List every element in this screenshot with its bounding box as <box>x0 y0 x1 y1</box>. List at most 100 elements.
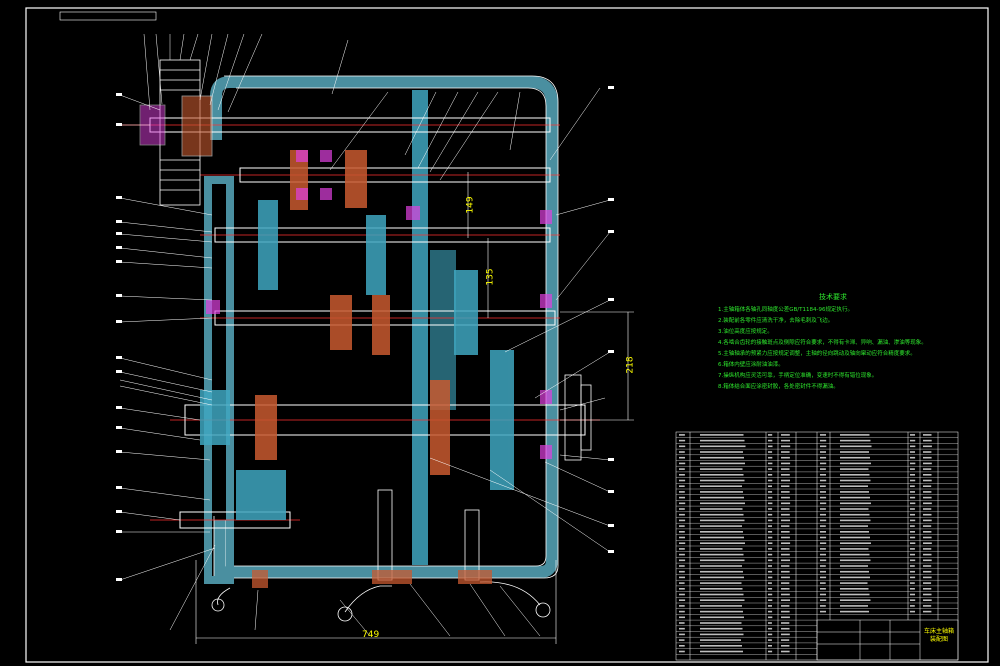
table-cell-text <box>840 508 869 510</box>
requirement-line: 4.各啮合齿轮的接触斑点及侧隙应符合要求，不得有卡滞、异响、漏油、渗油等现象。 <box>718 340 927 346</box>
table-cell-text <box>840 445 872 448</box>
table-cell-text <box>910 519 916 522</box>
table-cell-text <box>840 582 868 584</box>
table-cell-text <box>910 491 915 493</box>
table-cell-text <box>820 548 826 550</box>
table-cell-text <box>923 445 932 448</box>
table-cell-text <box>679 576 685 579</box>
table-cell-text <box>679 502 686 505</box>
table-cell-text <box>923 599 932 601</box>
table-cell-text <box>700 496 744 499</box>
table-cell-text <box>781 496 790 499</box>
table-cell-text <box>910 565 915 567</box>
table-cell-text <box>781 542 791 544</box>
table-cell-text <box>679 593 685 596</box>
table-cell-text <box>679 639 685 641</box>
table-cell-text <box>781 445 791 448</box>
table-cell-text <box>700 491 743 493</box>
table-cell-text <box>768 582 772 584</box>
table-cell-text <box>781 519 790 522</box>
table-cell-text <box>910 456 916 459</box>
table-cell-text <box>840 525 868 527</box>
table-cell-text <box>768 445 773 448</box>
table-cell-text <box>781 513 790 516</box>
table-cell-text <box>679 622 685 624</box>
table-cell-text <box>679 525 685 527</box>
table-cell-text <box>820 576 827 579</box>
table-cell-text <box>840 451 869 453</box>
v-belt-pulley <box>139 59 213 206</box>
table-cell-text <box>820 513 826 516</box>
table-cell-text <box>781 576 790 579</box>
table-cell-text <box>781 536 790 539</box>
requirement-line: 2.装配前各零件应清洗干净，去除毛刺及飞边。 <box>718 318 834 324</box>
table-cell-text <box>923 525 932 527</box>
table-cell-text <box>700 633 744 636</box>
table-cell-text <box>679 445 686 448</box>
table-cell-text <box>840 588 869 590</box>
table-cell-text <box>923 553 932 556</box>
table-cell-text <box>781 645 790 647</box>
requirement-line: 3.油位高度应按规定。 <box>718 329 773 335</box>
table-cell-text <box>840 570 869 573</box>
requirement-line: 6.箱体内壁应涂耐油油漆。 <box>718 362 784 368</box>
table-cell-text <box>820 502 827 505</box>
table-cell-text <box>768 599 773 601</box>
part-balloons <box>116 86 614 581</box>
table-cell-text <box>923 451 932 453</box>
table-cell-text <box>820 553 826 556</box>
table-cell-text <box>820 593 826 596</box>
table-cell-text <box>923 456 932 459</box>
table-cell-text <box>923 570 932 573</box>
table-cell-text <box>910 588 915 590</box>
table-cell-text <box>820 605 826 607</box>
table-cell-text <box>820 559 827 562</box>
table-cell-text <box>679 456 685 459</box>
bearings <box>206 150 552 459</box>
table-cell-text <box>840 610 869 613</box>
table-cell-text <box>781 639 790 641</box>
table-cell-text <box>700 508 743 510</box>
table-cell-text <box>700 531 743 533</box>
table-cell-text <box>700 445 746 448</box>
table-cell-text <box>910 462 916 465</box>
table-cell-text <box>768 610 773 613</box>
table-cell-text <box>700 548 743 550</box>
table-cell-text <box>679 616 685 619</box>
table-cell-text <box>840 531 869 533</box>
table-cell-text <box>840 434 870 436</box>
technical-requirements: 技术要求 1.主轴箱体各轴孔同轴度公差GB/T1184-96规定执行。 2.装配… <box>718 292 948 393</box>
dimension-lines <box>195 172 634 644</box>
table-cell-text <box>679 479 686 482</box>
table-cell-text <box>840 474 870 476</box>
table-cell-text <box>820 434 826 436</box>
table-cell-text <box>679 491 685 493</box>
table-cell-text <box>700 622 742 624</box>
table-cell-text <box>923 502 932 505</box>
left-wall <box>204 176 234 584</box>
table-cell-text <box>679 605 685 607</box>
drawing-frame <box>25 7 989 663</box>
table-cell-text <box>781 531 790 533</box>
table-cell-text <box>781 565 790 567</box>
table-cell-text <box>910 553 915 556</box>
table-cell-text <box>840 542 871 544</box>
table-cell-text <box>781 599 790 601</box>
table-cell-text <box>840 548 869 550</box>
table-cell-text <box>700 468 743 470</box>
table-cell-text <box>700 479 745 482</box>
parts-list-rows <box>676 437 958 655</box>
table-cell-text <box>781 491 790 493</box>
table-cell-text <box>679 610 685 613</box>
top-leader-fan <box>143 33 521 181</box>
table-cell-text <box>923 588 932 590</box>
table-cell-text <box>910 508 915 510</box>
table-cell-text <box>700 593 744 596</box>
table-cell-text <box>781 525 790 527</box>
table-cell-text <box>820 445 827 448</box>
table-cell-text <box>820 570 826 573</box>
table-cell-text <box>781 650 790 653</box>
table-cell-text <box>781 582 790 584</box>
table-cell-text <box>910 474 915 476</box>
